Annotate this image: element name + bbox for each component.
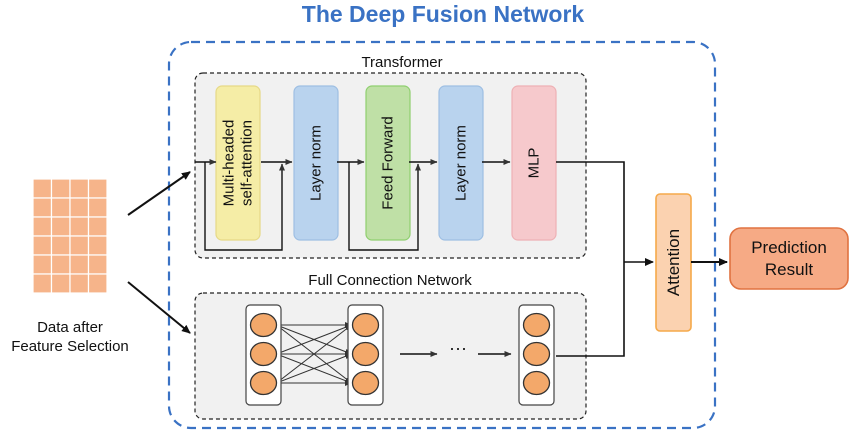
input-label-line1: Data after [37,319,103,336]
grid-cell [87,273,108,294]
grid-cell [87,235,108,256]
grid-cell [32,216,53,237]
fcn-node [351,370,380,396]
grid-cell [69,254,90,275]
deep-fusion-container [167,40,717,430]
grid-cell [32,235,53,256]
fcn-node [351,312,380,338]
arrow-input-to-transformer [127,171,191,216]
fcn-node [249,341,278,367]
grid-cell [50,216,71,237]
fcn-layers [245,304,555,406]
transformer-block [511,85,557,241]
grid-cell [87,216,108,237]
fcn-node [522,341,551,367]
fcn-connections [276,322,352,386]
grid-cell [69,197,90,218]
grid-cell [69,178,90,199]
attention-label: Attention [664,229,683,296]
line-mlp-to-merge [556,161,625,262]
output-label-line1: Prediction [751,238,827,257]
input-label-line2: Feature Selection [11,338,129,355]
transformer-block-label: Multi-headed [221,120,238,207]
transformer-flow [195,159,511,251]
grid-cell [32,254,53,275]
fcn-title: Full Connection Network [308,272,472,289]
fcn-node [522,370,551,396]
transformer-block-label: Feed Forward [380,116,397,209]
grid-cell [50,178,71,199]
fcn-connection [276,324,352,355]
grid-cell [32,197,53,218]
fcn-node [249,312,278,338]
grid-cell [50,235,71,256]
input-data-grid [32,178,108,294]
grid-cell [87,254,108,275]
merge-lines [556,161,654,357]
output-label-line2: Result [765,260,813,279]
fcn-node [522,312,551,338]
arrow-input-to-fcn [127,281,191,334]
grid-cell [32,178,53,199]
fcn-connection [276,353,352,384]
residual-connection-1 [204,162,285,251]
prediction-result-box [729,227,849,290]
grid-cell [87,197,108,218]
diagram-title: The Deep Fusion Network [302,1,585,27]
transformer-block [438,85,484,241]
fcn-connection [276,324,352,384]
grid-cell [87,178,108,199]
fcn-ellipsis: ··· [449,338,467,358]
grid-cell [69,273,90,294]
transformer-block-label: MLP [526,148,543,179]
transformer-block [293,85,339,241]
fcn-node [249,370,278,396]
residual-connection-2 [348,162,421,251]
grid-cell [50,197,71,218]
fcn-node [351,341,380,367]
grid-cell [50,273,71,294]
transformer-block [365,85,411,241]
transformer-block-label: self-attention [239,120,256,206]
transformer-block-label: Layer norm [453,125,470,201]
grid-cell [69,216,90,237]
grid-cell [69,235,90,256]
grid-cell [32,273,53,294]
line-fcn-to-merge [556,262,625,357]
transformer-title: Transformer [361,54,442,71]
grid-cell [50,254,71,275]
transformer-block-label: Layer norm [308,125,325,201]
